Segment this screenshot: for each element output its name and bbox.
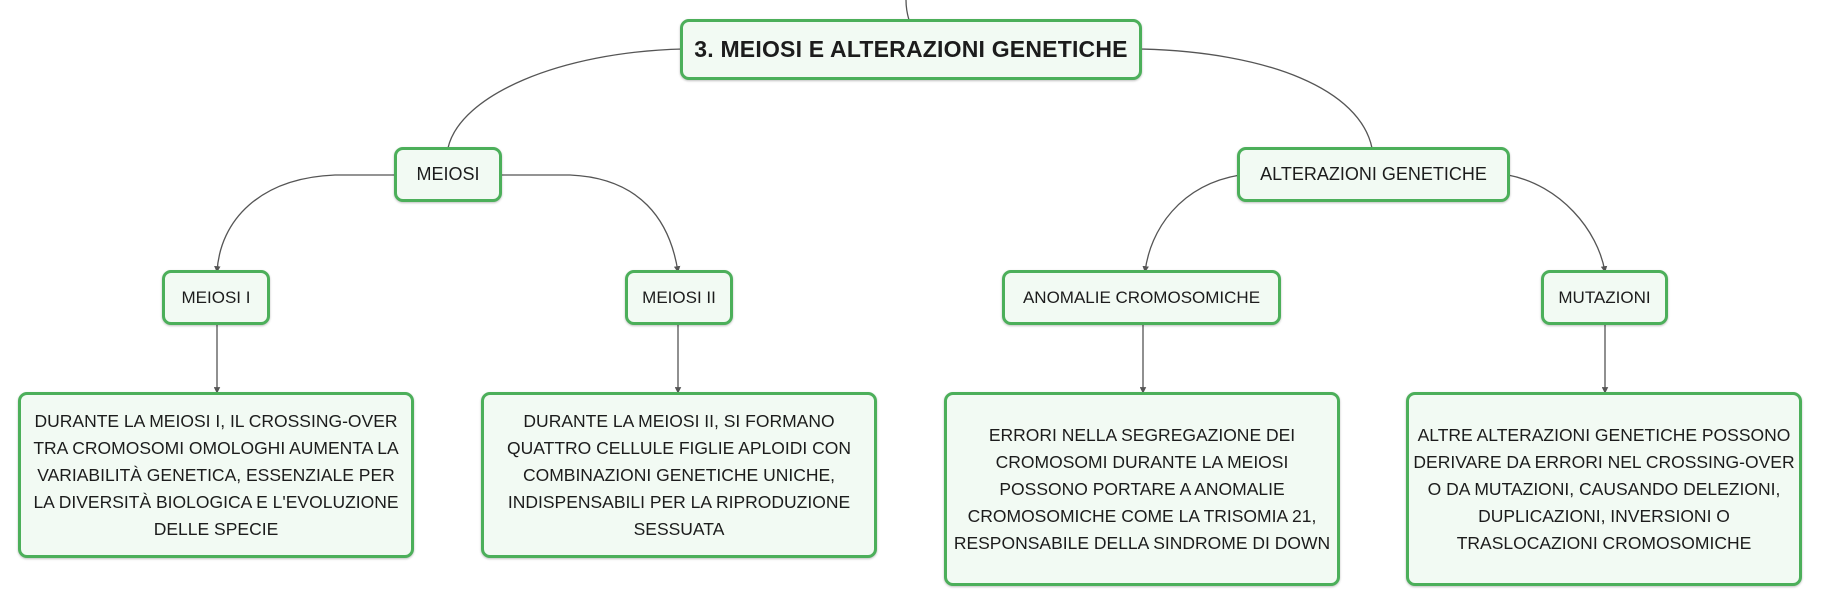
detail-node-mutazioni[interactable]: ALTRE ALTERAZIONI GENETICHE POSSONO DERI… — [1406, 392, 1802, 586]
branch-label: MEIOSI — [416, 164, 480, 184]
subtopic-node-meiosi-i[interactable]: MEIOSI I — [162, 270, 270, 325]
detail-text: ERRORI NELLA SEGREGAZIONE DEI CROMOSOMI … — [953, 424, 1331, 553]
branch-node-alterazioni-genetiche[interactable]: ALTERAZIONI GENETICHE — [1237, 147, 1510, 202]
detail-node-anomalie-cromosomiche[interactable]: ERRORI NELLA SEGREGAZIONE DEI CROMOSOMI … — [944, 392, 1340, 586]
connector-parent-to-root — [905, 0, 910, 21]
connector-root-to-meiosi — [447, 48, 684, 149]
branch-label: ALTERAZIONI GENETICHE — [1260, 164, 1487, 184]
connector-meiosi-to-meiosi-i — [214, 174, 396, 273]
detail-text: ALTRE ALTERAZIONI GENETICHE POSSONO DERI… — [1413, 424, 1795, 553]
subtopic-node-meiosi-ii[interactable]: MEIOSI II — [625, 270, 733, 325]
connector-root-to-alterazioni — [1139, 48, 1373, 149]
subtopic-node-mutazioni[interactable]: MUTAZIONI — [1541, 270, 1668, 325]
subtopic-label: ANOMALIE CROMOSOMICHE — [1022, 287, 1261, 307]
detail-text: DURANTE LA MEIOSI I, IL CROSSING-OVER TR… — [33, 410, 399, 539]
subtopic-label: MUTAZIONI — [1558, 287, 1651, 307]
root-label: 3. MEIOSI E ALTERAZIONI GENETICHE — [694, 36, 1128, 62]
branch-node-meiosi[interactable]: MEIOSI — [394, 147, 502, 202]
connector-alterazioni-to-anomalie — [1142, 174, 1241, 273]
subtopic-label: MEIOSI II — [642, 287, 716, 307]
root-node[interactable]: 3. MEIOSI E ALTERAZIONI GENETICHE — [680, 19, 1142, 80]
subtopic-node-anomalie-cromosomiche[interactable]: ANOMALIE CROMOSOMICHE — [1002, 270, 1281, 325]
connector-alterazioni-to-mutazioni — [1507, 174, 1608, 273]
connector-meiosi-to-meiosi-ii — [500, 174, 681, 273]
detail-node-meiosi-ii[interactable]: DURANTE LA MEIOSI II, SI FORMANO QUATTRO… — [481, 392, 877, 558]
detail-text: DURANTE LA MEIOSI II, SI FORMANO QUATTRO… — [507, 410, 851, 539]
subtopic-label: MEIOSI I — [181, 287, 251, 307]
detail-node-meiosi-i[interactable]: DURANTE LA MEIOSI I, IL CROSSING-OVER TR… — [18, 392, 414, 558]
